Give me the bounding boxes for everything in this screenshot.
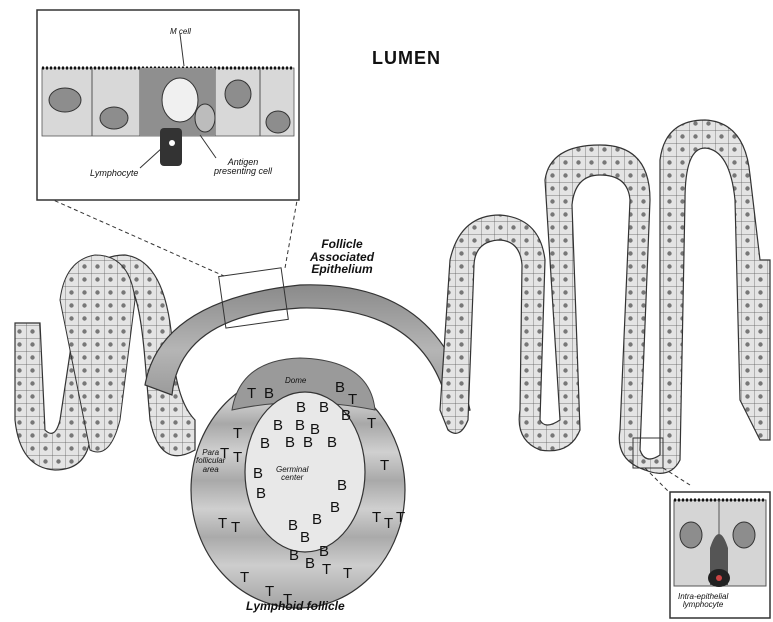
germ-line-2: center (276, 474, 308, 482)
apc-line-2: presenting cell (214, 167, 272, 176)
b-cell-letter: B (296, 399, 306, 416)
t-cell-letter: T (218, 515, 227, 532)
germinal-center-label: Germinal center (276, 466, 308, 483)
t-cell-letter: T (265, 583, 274, 600)
zoom-line-right (285, 195, 298, 268)
b-cell-letter: B (310, 421, 320, 438)
t-cell-letter: T (240, 569, 249, 586)
t-cell-letter: T (343, 565, 352, 582)
b-cell-letter: B (273, 417, 283, 434)
m-cell-label: M cell (170, 28, 191, 36)
t-cell-letter: T (322, 561, 331, 578)
t-cell-letter: T (396, 509, 405, 526)
para-line-3: area (196, 466, 225, 474)
b-cell-letter: B (335, 379, 345, 396)
t-cell-letter: T (233, 425, 242, 442)
b-cell-letter: B (337, 477, 347, 494)
b-cell-letter: B (289, 547, 299, 564)
iel-line-2: lymphocyte (678, 601, 728, 609)
t-cell-letter: T (348, 391, 357, 408)
b-cell-letter: B (253, 465, 263, 482)
b-cell-letter: B (256, 485, 266, 502)
b-cell-letter: B (285, 434, 295, 451)
t-cell-letter: T (247, 385, 256, 402)
intraepithelial-lymphocyte-label: Intra-epithelial lymphocyte (678, 593, 728, 610)
b-cell-letter: B (312, 511, 322, 528)
follicle-associated-epithelium-label: Follicle Associated Epithelium (310, 238, 374, 276)
t-cell-letter: T (367, 415, 376, 432)
b-cell-letter: B (327, 434, 337, 451)
t-cell-letter: T (380, 457, 389, 474)
b-cell-letter: B (341, 407, 351, 424)
fae-line-1: Follicle (310, 238, 374, 251)
b-cell-letter: B (319, 399, 329, 416)
t-cell-letter: T (372, 509, 381, 526)
fae-line-3: Epithelium (310, 263, 374, 276)
lumen-label: LUMEN (372, 49, 441, 68)
b-cell-letter: B (319, 543, 329, 560)
right-villi (440, 120, 770, 473)
parafollicular-area-label: Para follicular area (196, 449, 225, 474)
lymphoid-follicle-label: Lymphoid follicle (246, 600, 345, 613)
lymphocyte-label: Lymphocyte (90, 169, 138, 178)
t-cell-letter: T (384, 515, 393, 532)
b-cell-letter: B (330, 499, 340, 516)
dome-label: Dome (285, 377, 306, 385)
antigen-presenting-cell-label: Antigen presenting cell (214, 158, 272, 177)
t-cell-letter: T (233, 449, 242, 466)
b-cell-letter: B (300, 529, 310, 546)
b-cell-letter: B (260, 435, 270, 452)
b-cell-letter: B (295, 417, 305, 434)
b-cell-letter: B (305, 555, 315, 572)
t-cell-letter: T (231, 519, 240, 536)
b-cell-letter: B (264, 385, 274, 402)
b-cell-letter: B (288, 517, 298, 534)
